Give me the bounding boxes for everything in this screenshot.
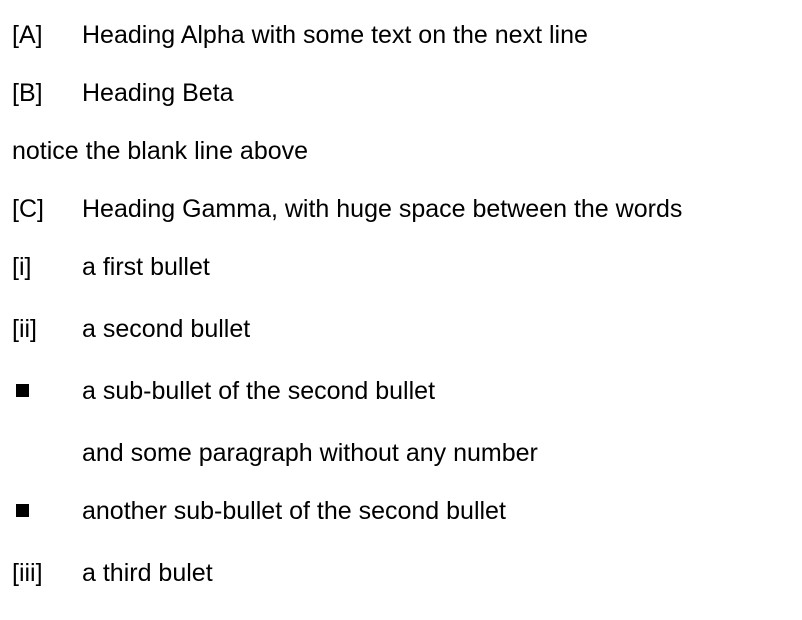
- list-item-text: a third bulet: [82, 559, 213, 587]
- paragraph-text: and some paragraph without any number: [82, 439, 538, 467]
- list-marker: [i]: [12, 253, 32, 281]
- heading-text: Heading Alpha with some text on the next…: [82, 21, 588, 49]
- paragraph: and some paragraph without any number: [82, 437, 538, 469]
- list-marker: [C]: [12, 195, 44, 223]
- list-item-text: a second bullet: [82, 315, 251, 343]
- list-item-text: a sub-bullet of the second bullet: [82, 377, 436, 405]
- heading-text: Heading Beta: [82, 79, 234, 107]
- square-bullet-icon: [16, 384, 29, 397]
- list-marker: [B]: [12, 79, 43, 107]
- list-marker: [iii]: [12, 559, 43, 587]
- paragraph-text: notice the blank line above: [12, 137, 309, 165]
- square-bullet-icon: [16, 504, 29, 517]
- heading-text: Heading Gamma, with huge space between t…: [82, 195, 683, 223]
- list-marker: [A]: [12, 21, 43, 49]
- paragraph: notice the blank line above: [12, 135, 308, 167]
- list-item-text: another sub-bullet of the second bullet: [82, 497, 506, 525]
- list-item-text: a first bullet: [82, 253, 210, 281]
- list-marker: [ii]: [12, 315, 37, 343]
